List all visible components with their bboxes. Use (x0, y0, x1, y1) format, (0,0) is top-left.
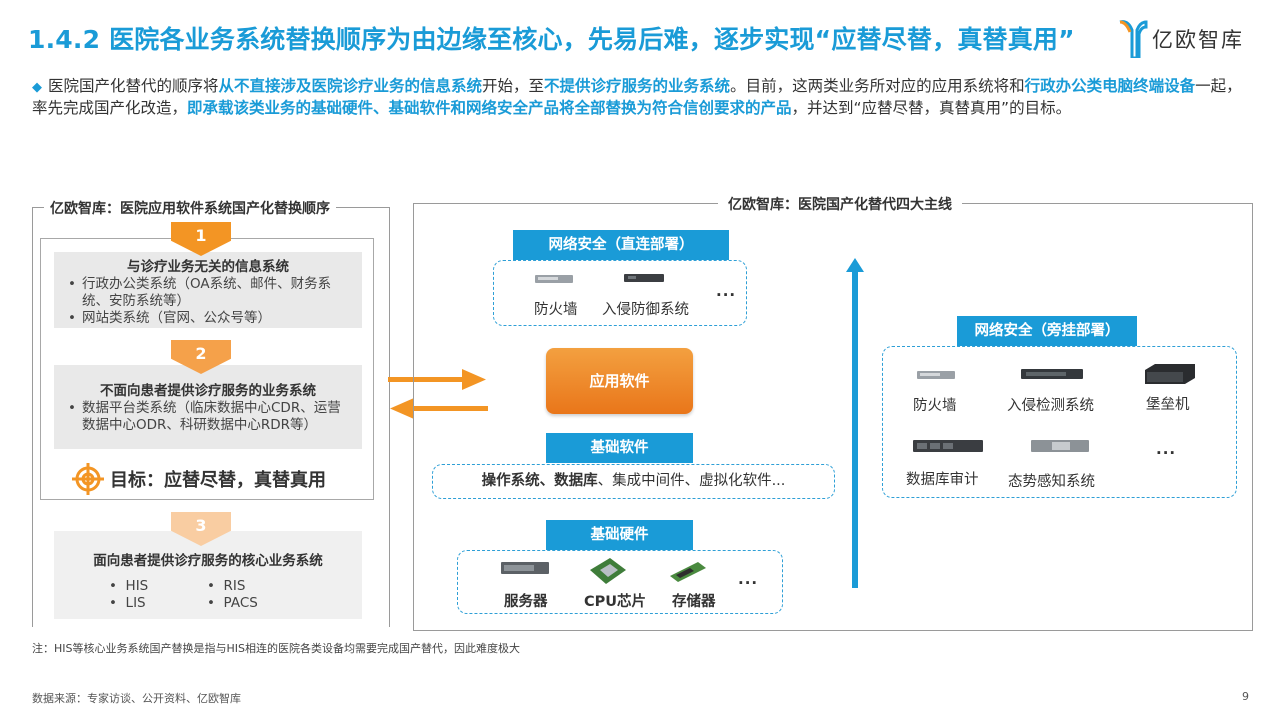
page-title: 1.4.2 医院各业务系统替换顺序为由边缘至核心，先易后难，逐步实现“应替尽替，… (28, 25, 1075, 54)
step3-item: • LIS (109, 595, 146, 611)
step2-box: 不面向患者提供诊疗服务的业务系统 数据平台类系统（临床数据中心CDR、运营数据中… (54, 365, 362, 449)
intro-highlight-3: 行政办公类电脑终端设备 (1024, 77, 1196, 95)
ns-direct-item: 防火墙 (534, 302, 578, 318)
upward-arrow-icon (846, 258, 864, 588)
left-panel-title: 亿欧智库：医院应用软件系统国产化替换顺序 (44, 198, 336, 218)
step3-item: • HIS (109, 578, 149, 594)
intro-text-4: 一起，率先完成国产化改造， (32, 77, 1242, 117)
intro-highlight-1: 从不直接涉及医院诊疗业务的信息系统 (218, 77, 483, 95)
step2-item: 数据平台类系统（临床数据中心CDR、运营数据中心ODR、科研数据中心RDR等） (64, 400, 352, 434)
base-hardware-item: 服务器 (504, 594, 548, 610)
base-hardware-item: CPU芯片 (584, 594, 647, 610)
ids-device-icon (1021, 369, 1083, 379)
brand-logo: 亿欧智库 (1118, 14, 1244, 58)
base-software-box: 操作系统、数据库、集成中间件、虚拟化软件... (432, 464, 835, 499)
situation-awareness-device-icon (1031, 440, 1089, 452)
goal-text: 目标：应替尽替，真替真用 (110, 470, 326, 491)
ns-bypass-header: 网络安全（旁挂部署） (957, 316, 1137, 346)
step1-item: 行政办公类系统（OA系统、邮件、财务系统、安防系统等） (64, 276, 352, 310)
ns-bypass-item: 入侵检测系统 (1007, 398, 1094, 414)
target-icon (72, 463, 104, 495)
ns-direct-box (493, 260, 747, 326)
logo-mark-icon (1119, 20, 1148, 58)
ns-bypass-item: 数据库审计 (906, 472, 979, 488)
intro-text-2: 开始，至 (482, 77, 545, 95)
base-hardware-box (457, 550, 783, 614)
ns-bypass-item: 态势感知系统 (1008, 474, 1095, 490)
step1-item: 网站类系统（官网、公众号等） (64, 310, 352, 327)
firewall-device-icon (535, 275, 573, 283)
cpu-chip-icon (590, 558, 626, 584)
base-hardware-header: 基础硬件 (546, 520, 693, 550)
goal-row: 目标：应替尽替，真替真用 (70, 462, 326, 496)
ns-direct-header: 网络安全（直连部署） (513, 230, 729, 260)
firewall-device-icon (917, 371, 955, 379)
ips-device-icon (624, 274, 664, 282)
ns-bypass-box (882, 346, 1237, 498)
memory-device-icon (670, 562, 706, 582)
db-audit-device-icon (913, 440, 983, 452)
ns-bypass-item: 堡垒机 (1146, 397, 1190, 413)
ns-direct-more: ... (716, 282, 737, 300)
logo-text: 亿欧智库 (1152, 28, 1244, 52)
page-number: 9 (1242, 690, 1249, 703)
data-source: 数据来源：专家访谈、公开资料、亿欧智库 (32, 692, 241, 705)
intro-highlight-4: 即承载该类业务的基础硬件、基础软件和网络安全产品将全部替换为符合信创要求的产品 (187, 99, 792, 117)
intro-text-1: 医院国产化替代的顺序将 (48, 77, 219, 95)
step1-heading: 与诊疗业务无关的信息系统 (127, 259, 289, 275)
step2-heading: 不面向患者提供诊疗服务的业务系统 (100, 383, 316, 399)
exchange-arrows-icon (388, 369, 488, 419)
intro-text-5: ，并达到“应替尽替，真替真用”的目标。 (791, 99, 1072, 117)
diamond-bullet-icon: ◆ (32, 80, 42, 95)
step3-heading: 面向患者提供诊疗服务的核心业务系统 (93, 553, 323, 569)
ns-direct-item: 入侵防御系统 (602, 302, 689, 318)
base-software-header: 基础软件 (546, 433, 693, 463)
base-hardware-more: ... (738, 570, 759, 588)
step3-item: • RIS (207, 578, 246, 594)
step3-items: • HIS • RIS • LIS • PACS (64, 578, 352, 612)
step3-item: • PACS (207, 595, 258, 611)
step1-box: 与诊疗业务无关的信息系统 行政办公类系统（OA系统、邮件、财务系统、安防系统等）… (54, 252, 362, 328)
bastion-host-icon (1145, 364, 1195, 384)
ns-bypass-more: ... (1156, 440, 1177, 458)
intro-paragraph: ◆ 医院国产化替代的顺序将从不直接涉及医院诊疗业务的信息系统开始，至不提供诊疗服务… (32, 76, 1254, 119)
base-hardware-item: 存储器 (672, 594, 716, 610)
intro-text-3: 。目前，这两类业务所对应的应用系统将和 (730, 77, 1025, 95)
server-device-icon (501, 562, 549, 574)
base-software-items: 、集成中间件、虚拟化软件... (597, 473, 786, 489)
step3-box: 面向患者提供诊疗服务的核心业务系统 • HIS • RIS • LIS • PA… (54, 531, 362, 619)
intro-highlight-2: 不提供诊疗服务的业务系统 (544, 77, 731, 95)
app-software-box: 应用软件 (546, 348, 693, 414)
ns-bypass-item: 防火墙 (913, 398, 957, 414)
footnote: 注：HIS等核心业务系统国产替换是指与HIS相连的医院各类设备均需要完成国产替代… (32, 642, 520, 655)
base-software-bold-items: 操作系统、数据库 (481, 473, 598, 489)
right-panel-title: 亿欧智库：医院国产化替代四大主线 (718, 194, 962, 214)
